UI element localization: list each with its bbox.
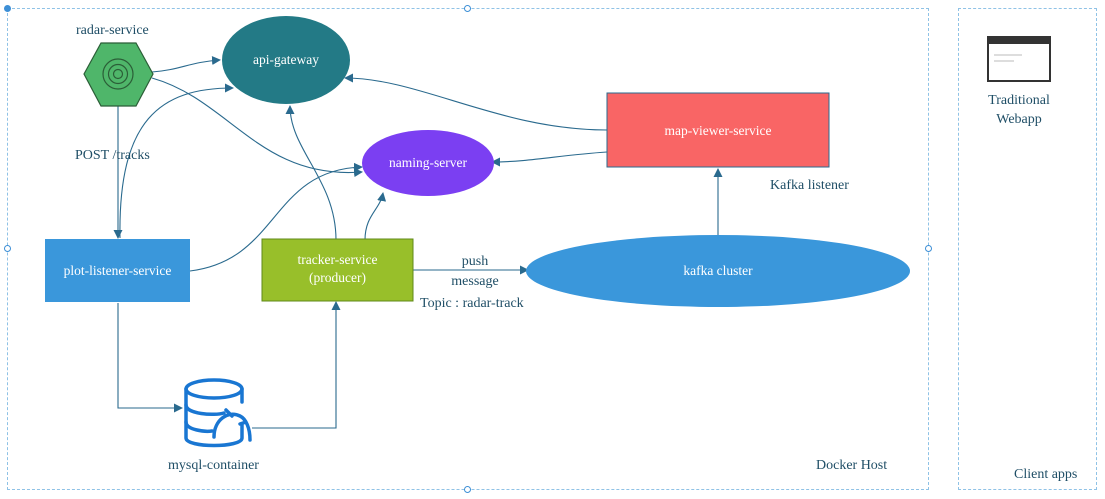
edge-plot-to-gateway: [119, 83, 234, 239]
resize-handle-top[interactable]: [464, 5, 471, 12]
map-viewer-label: map-viewer-service: [664, 123, 772, 138]
edge-radar-to-naming: [151, 77, 363, 178]
resize-handle-left[interactable]: [4, 245, 11, 252]
edge-map-to-naming: [491, 151, 608, 167]
edge-mysql-to-tracker: [252, 301, 341, 429]
edge-plot-to-naming: [189, 162, 363, 272]
edge-plot-to-mysql: [117, 303, 183, 413]
edge-tracker-to-naming: [364, 192, 387, 241]
post-tracks-label: POST /tracks: [75, 148, 150, 163]
kafka-listener-label: Kafka listener: [770, 178, 849, 193]
naming-server-label: naming-server: [389, 155, 467, 170]
resize-handle-bottom[interactable]: [464, 486, 471, 493]
push-label-line1: push: [461, 254, 489, 269]
naming-server-shape: [362, 130, 494, 196]
plot-listener-shape: [45, 239, 190, 302]
mysql-database-icon: [184, 378, 252, 448]
edge-radar-to-gateway: [151, 56, 221, 73]
client-apps-label: Client apps: [1014, 467, 1078, 482]
docker-host-label: Docker Host: [816, 458, 888, 473]
webapp-label-line2: Webapp: [996, 111, 1042, 127]
radar-service-label: radar-service: [76, 23, 149, 38]
push-message-label: push message: [440, 252, 510, 291]
kafka-cluster-label: kafka cluster: [683, 263, 753, 278]
resize-handle-top-left[interactable]: [4, 5, 11, 12]
radar-service-icon: [83, 42, 154, 107]
edge-tracker-to-gateway: [285, 105, 337, 241]
webapp-label-line1: Traditional: [988, 93, 1050, 108]
plot-listener-label: plot-listener-service: [63, 263, 172, 278]
tracker-label: tracker-service (producer): [262, 251, 413, 287]
tracker-label-line1: tracker-service: [297, 252, 378, 267]
map-viewer-shape: [606, 92, 830, 168]
api-gateway-label: api-gateway: [253, 52, 319, 67]
api-gateway-shape: [222, 16, 350, 104]
edge-map-to-gateway: [344, 73, 608, 131]
tracker-shape: [261, 238, 414, 302]
push-label-line2: message: [451, 273, 499, 289]
webapp-window-icon: [987, 36, 1051, 82]
connectors: [113, 56, 723, 429]
tracker-label-line2: (producer): [309, 270, 366, 286]
topic-label: Topic : radar-track: [420, 296, 524, 311]
mysql-label: mysql-container: [168, 458, 259, 473]
resize-handle-right[interactable]: [925, 245, 932, 252]
kafka-cluster-shape: [526, 235, 910, 307]
webapp-label: Traditional Webapp: [968, 92, 1070, 130]
client-apps-boundary: [958, 8, 1097, 490]
